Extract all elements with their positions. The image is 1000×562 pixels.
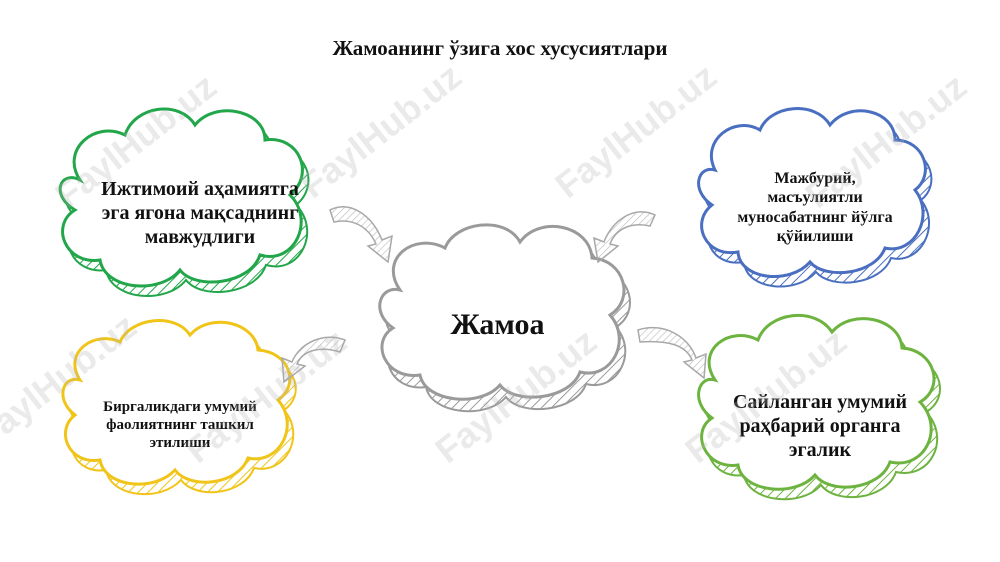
cloud-top-left [58, 107, 310, 297]
cloud-bottom-left-text: Биргаликдаги умумий фаолиятнинг ташкил э… [103, 399, 257, 451]
cloud-bottom-right [697, 313, 941, 501]
cloud-top-right [697, 107, 933, 288]
cloud-top-left-text: Ижтимоий аҳамиятга эга ягона мақсаднинг … [101, 177, 299, 248]
diagram-title: Жамоанинг ўзига хос хусусиятлари [332, 36, 668, 60]
arrow-to-top-left [329, 206, 393, 264]
arrow-to-bottom-right [637, 326, 707, 380]
center-label: Жамоа [450, 308, 545, 341]
cloud-top-right-text: Мажбурий, масъулиятли муносабатнинг йўлг… [737, 170, 893, 245]
arrow-to-top-right [593, 211, 656, 264]
cloud-bottom-right-text: Сайланган умумий раҳбарий органга эгалик [732, 390, 908, 461]
cloud-center [378, 223, 631, 413]
cloud-bottom-left [61, 319, 297, 496]
arrow-to-bottom-left [281, 336, 346, 384]
